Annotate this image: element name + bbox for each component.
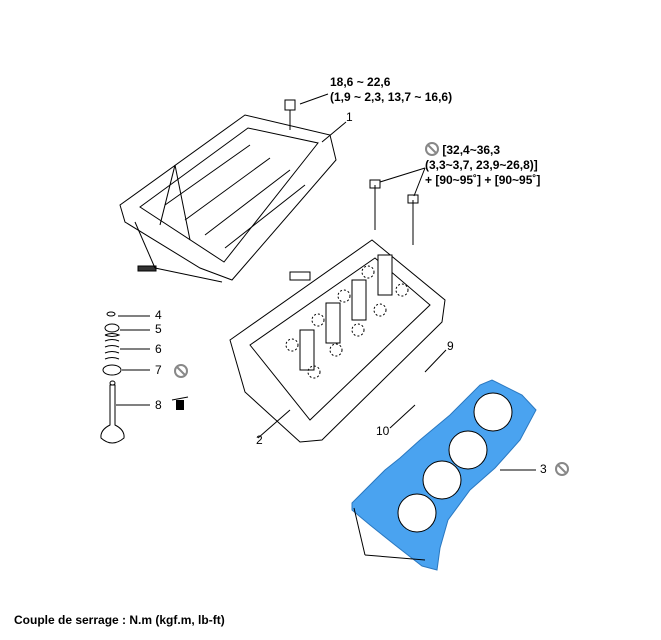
torque-spec-bedplate: 18,6 ~ 22,6 (1,9 ~ 2,3, 13,7 ~ 16,6)	[330, 75, 452, 105]
leader-lines	[116, 93, 536, 561]
torque-line-1: 18,6 ~ 22,6	[330, 75, 391, 89]
callout-10: 10	[376, 424, 390, 438]
bed-plate	[119, 99, 337, 281]
callout-5: 5	[155, 322, 162, 336]
cylinder-head	[229, 179, 446, 443]
callout-9: 9	[447, 339, 454, 353]
oil-can-icon	[171, 396, 189, 410]
callout-8: 8	[155, 398, 162, 412]
torque-line-2: (1,9 ~ 2,3, 13,7 ~ 16,6)	[330, 90, 453, 104]
no-reuse-icon	[174, 364, 188, 378]
torque-line-2: (3,3~3,7, 23,9~26,8)]	[425, 158, 538, 172]
callout-4: 4	[155, 308, 162, 322]
callout-1: 1	[346, 110, 353, 124]
callout-2: 2	[256, 433, 263, 447]
callout-6: 6	[155, 342, 162, 356]
callout-7: 7	[155, 363, 162, 377]
head-gasket	[351, 379, 537, 571]
torque-units-note: Couple de serrage : N.m (kgf.m, lb-ft)	[14, 613, 225, 627]
torque-line-1: [32,4~36,3	[442, 143, 501, 157]
torque-line-3: + [90~95˚] + [90~95˚]	[425, 173, 541, 187]
valve-assembly	[100, 311, 125, 444]
no-reuse-icon	[555, 462, 569, 476]
callout-3: 3	[540, 462, 547, 476]
torque-spec-headbolt: [32,4~36,3 (3,3~3,7, 23,9~26,8)] + [90~9…	[425, 142, 540, 188]
no-reuse-icon	[425, 142, 439, 156]
